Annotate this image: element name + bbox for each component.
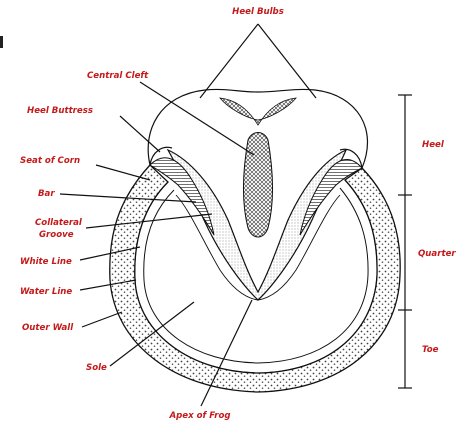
label-toe: Toe [422,345,439,355]
label-water-line: Water Line [20,287,72,297]
leader-lines [60,24,316,406]
label-collateral-groove-line1: Collateral [35,218,83,228]
label-bar: Bar [38,189,55,199]
region-bracket [398,95,412,388]
label-heel-buttress: Heel Buttress [27,106,93,116]
label-white-line: White Line [20,257,72,267]
label-sole: Sole [86,363,107,373]
central-cleft-shape [244,133,273,238]
heel-cleft-shape [220,98,296,125]
label-heel: Heel [422,140,445,150]
label-seat-of-corn: Seat of Corn [20,156,80,166]
label-apex-of-frog: Apex of Frog [168,411,230,421]
corner-mark [0,36,3,48]
label-outer-wall: Outer Wall [22,323,74,333]
label-heel-bulbs: Heel Bulbs [232,7,284,17]
label-central-cleft: Central Cleft [87,71,149,81]
label-collateral-groove-line2: Groove [39,230,74,240]
label-quarter: Quarter [418,249,456,259]
